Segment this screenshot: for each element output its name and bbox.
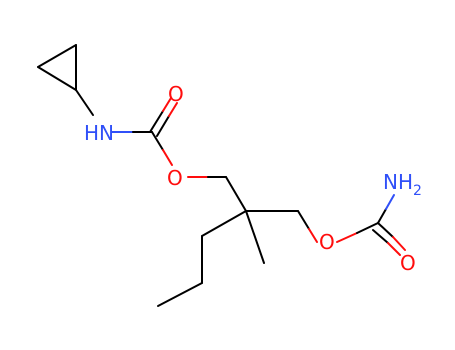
bond-carbonyl-1c — [156, 115, 170, 137]
bond-carbonyl-2d — [387, 242, 401, 256]
bond-cyclopropyl-1 — [37, 44, 77, 68]
atom-label-nh2-subscript: 2 — [413, 183, 422, 199]
bond-ester-o-carbamate-2a — [336, 232, 358, 243]
atom-label-o-carbonyl-1: O — [168, 82, 184, 106]
bond-carbonyl-2b — [392, 236, 406, 251]
bond-carbamate-nh2-a — [377, 208, 387, 224]
bond-carbonyl-1a — [149, 110, 164, 133]
bond-carbamate-ester-o-1a — [151, 131, 164, 151]
atom-label-hn: HN — [84, 121, 114, 145]
atom-label-o-carbonyl-2: O — [400, 251, 416, 275]
bond-carbonyl-2a — [377, 222, 394, 238]
atom-label-o-ester-2: O — [319, 230, 335, 254]
bond-quaternary-methyl — [245, 210, 265, 264]
bond-ester-o-carbamate-2b — [356, 222, 379, 234]
bond-ch2-quaternary-1 — [225, 176, 247, 212]
bond-carbonyl-1b — [162, 97, 172, 112]
atom-label-nh2: NH — [383, 170, 413, 194]
bond-quaternary-propyl-1 — [201, 210, 247, 237]
bond-ch2-ester-o-2b — [308, 228, 318, 243]
bond-carbamate-ester-o-1b — [162, 149, 173, 166]
bond-ch2-ester-o-2a — [297, 210, 310, 230]
bond-carbonyl-1d — [168, 102, 178, 117]
bond-cyclopropyl-nh — [75, 89, 94, 116]
bond-cyclopropyl-3 — [37, 66, 77, 91]
bond-propyl-3 — [157, 282, 203, 307]
bond-carbonyl-2c — [372, 229, 389, 244]
atom-label-o-ester-1: O — [167, 166, 183, 190]
bond-carbamate-nh2-b — [385, 194, 395, 210]
